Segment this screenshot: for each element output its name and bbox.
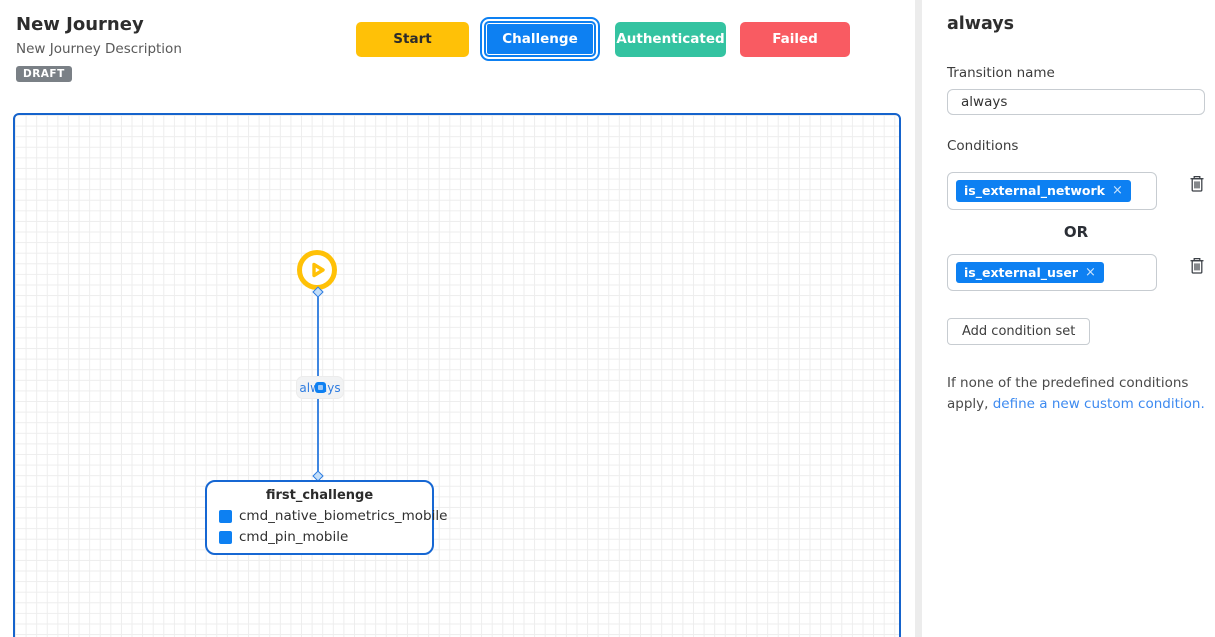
condition-set-row: is_external_user × <box>947 253 1205 292</box>
conditions-label: Conditions <box>947 138 1019 154</box>
condition-chip-label: is_external_network <box>964 183 1105 199</box>
condition-chip[interactable]: is_external_user × <box>956 261 1104 284</box>
command-icon <box>219 530 232 544</box>
edge-settings-icon[interactable] <box>315 382 326 393</box>
start-node[interactable] <box>297 250 337 290</box>
condition-chip-label: is_external_user <box>964 264 1078 280</box>
delete-condition-set-button[interactable] <box>1189 254 1205 278</box>
trash-icon <box>1190 175 1204 192</box>
play-icon <box>312 262 325 278</box>
add-condition-set-button[interactable]: Add condition set <box>947 318 1091 346</box>
start-button[interactable]: Start <box>356 21 469 57</box>
status-badge: DRAFT <box>16 66 72 82</box>
node-item-row[interactable]: cmd_native_biometrics_mobile <box>219 508 447 524</box>
define-custom-condition-link[interactable]: define a new custom condition. <box>992 396 1205 413</box>
command-icon <box>219 509 232 523</box>
node-item-row[interactable]: cmd_pin_mobile <box>219 529 432 545</box>
condition-chip[interactable]: is_external_network × <box>956 180 1131 202</box>
condition-set-input[interactable]: is_external_network × <box>947 172 1157 210</box>
node-item-label: cmd_native_biometrics_mobile <box>239 508 448 524</box>
remove-chip-icon[interactable]: × <box>1111 183 1123 198</box>
remove-chip-icon[interactable]: × <box>1084 264 1096 280</box>
condition-set-row: is_external_network × <box>947 172 1205 210</box>
panel-title: always <box>947 14 1015 34</box>
transition-name-label: Transition name <box>947 65 1055 81</box>
failed-button[interactable]: Failed <box>740 21 850 57</box>
node-item-label: cmd_pin_mobile <box>239 529 349 545</box>
page-subtitle: New Journey Description <box>16 41 182 57</box>
first-challenge-node[interactable]: first_challenge cmd_native_biometrics_mo… <box>205 480 447 555</box>
transition-panel: always Transition name Conditions is_ext… <box>947 0 1205 415</box>
trash-icon <box>1190 257 1204 274</box>
condition-joiner: OR <box>1063 222 1089 241</box>
journey-header: New Journey New Journey Description DRAF… <box>16 14 182 82</box>
node-title: first_challenge <box>265 488 374 503</box>
challenge-button[interactable]: Challenge <box>480 17 600 61</box>
status-button-bar: Start Challenge Authenticated Failed <box>356 17 850 61</box>
delete-condition-set-button[interactable] <box>1189 172 1205 196</box>
condition-set-input[interactable]: is_external_user × <box>947 253 1157 292</box>
page-title: New Journey <box>16 14 144 35</box>
authenticated-button[interactable]: Authenticated <box>615 21 726 57</box>
transition-name-input[interactable] <box>947 89 1205 115</box>
custom-condition-text: If none of the predefined conditions app… <box>947 375 1189 413</box>
journey-canvas[interactable]: always first_challenge cmd_native_biomet… <box>13 113 901 637</box>
panel-divider <box>915 0 922 637</box>
custom-condition-note: If none of the predefined conditions app… <box>947 373 1205 415</box>
